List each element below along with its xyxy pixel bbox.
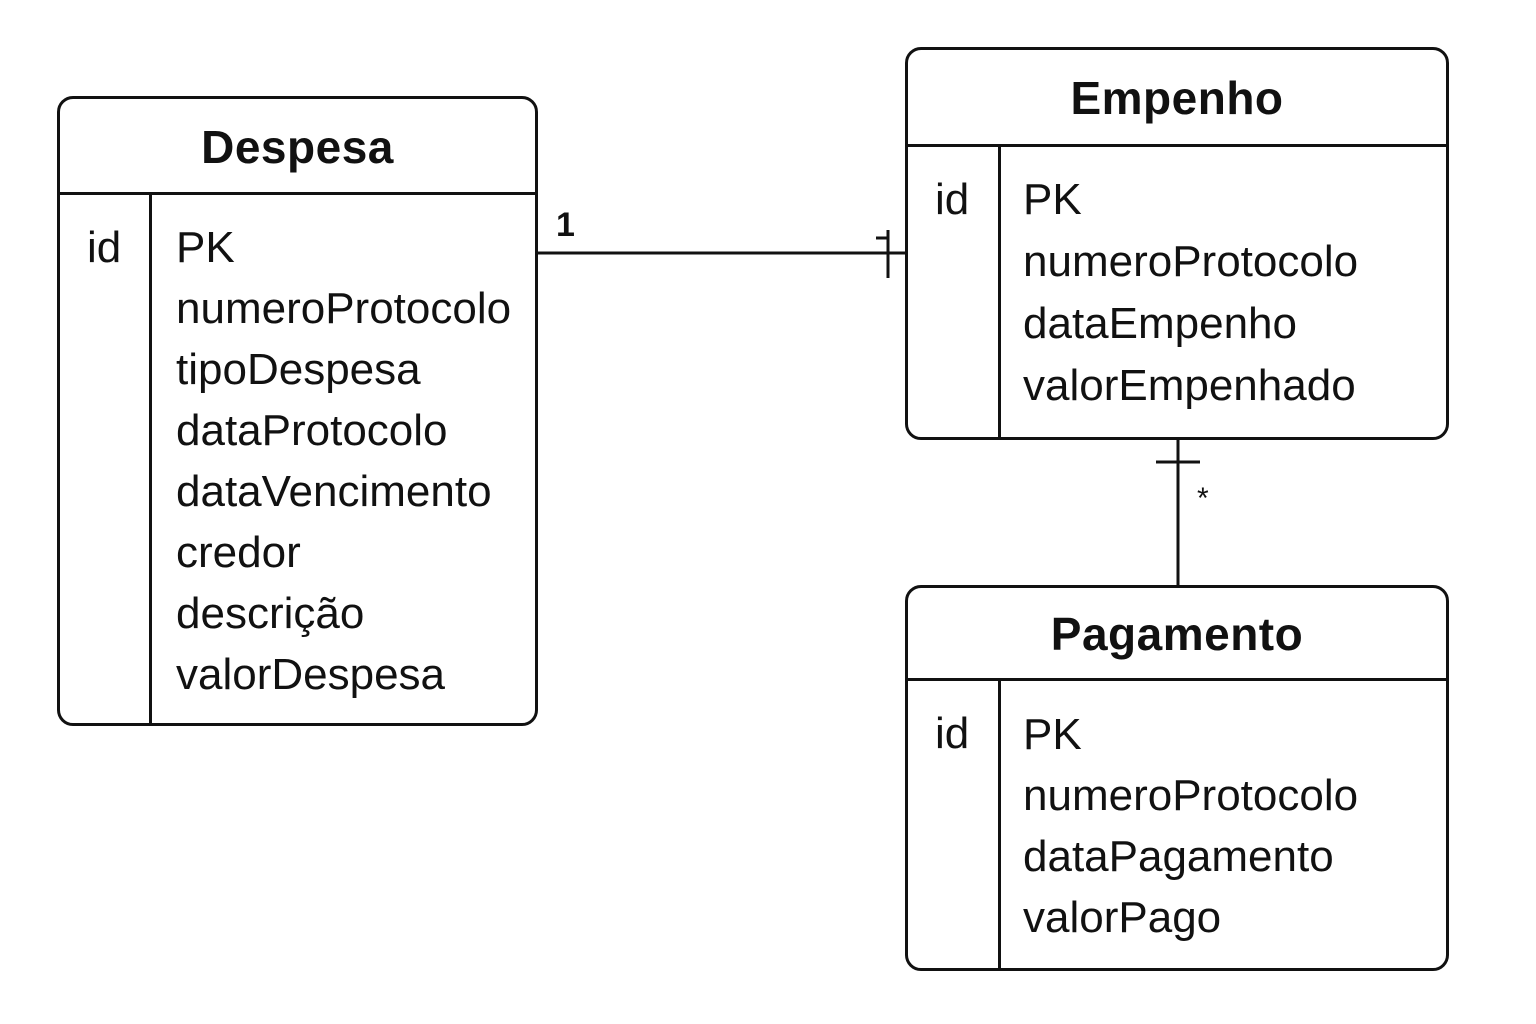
entity-pagamento-key-label: id [935, 709, 970, 758]
attribute-item: PK [1023, 175, 1082, 224]
pagamento-cardinality-label: * [1197, 482, 1209, 515]
entity-empenho-key-label: id [935, 175, 970, 224]
attribute-item: credor [176, 528, 301, 577]
entity-empenho-attributes: PK numeroProtocolo dataEmpenho valorEmpe… [1023, 169, 1358, 417]
attribute-item: tipoDespesa [176, 345, 421, 394]
attribute-item: valorEmpenhado [1023, 361, 1356, 410]
entity-despesa-key-label: id [87, 223, 122, 272]
despesa-cardinality-label: 1 [556, 206, 575, 244]
entity-pagamento-column-divider [998, 678, 1001, 968]
entity-despesa-column-divider [149, 192, 152, 723]
entity-empenho-column-divider [998, 144, 1001, 437]
attribute-item: dataProtocolo [176, 406, 448, 455]
attribute-item: descrição [176, 589, 365, 638]
attribute-item: PK [1023, 710, 1082, 759]
attribute-item: dataEmpenho [1023, 299, 1297, 348]
attribute-item: PK [176, 223, 235, 272]
attribute-item: valorDespesa [176, 650, 446, 699]
entity-despesa-attributes: PK numeroProtocolo tipoDespesa dataProto… [176, 217, 511, 705]
entity-empenho: Empenho id PK numeroProtocolo dataEmpenh… [905, 47, 1449, 440]
attribute-item: dataPagamento [1023, 832, 1334, 881]
attribute-item: numeroProtocolo [1023, 237, 1359, 286]
entity-despesa: Despesa id PK numeroProtocolo tipoDespes… [57, 96, 538, 726]
entity-empenho-title: Empenho [908, 50, 1446, 147]
attribute-item: valorPago [1023, 893, 1222, 942]
entity-pagamento-title: Pagamento [908, 588, 1446, 681]
entity-pagamento: Pagamento id PK numeroProtocolo dataPaga… [905, 585, 1449, 971]
entity-pagamento-attributes: PK numeroProtocolo dataPagamento valorPa… [1023, 704, 1358, 948]
attribute-item: numeroProtocolo [176, 284, 512, 333]
attribute-item: dataVencimento [176, 467, 492, 516]
attribute-item: numeroProtocolo [1023, 771, 1359, 820]
entity-despesa-title: Despesa [60, 99, 535, 195]
